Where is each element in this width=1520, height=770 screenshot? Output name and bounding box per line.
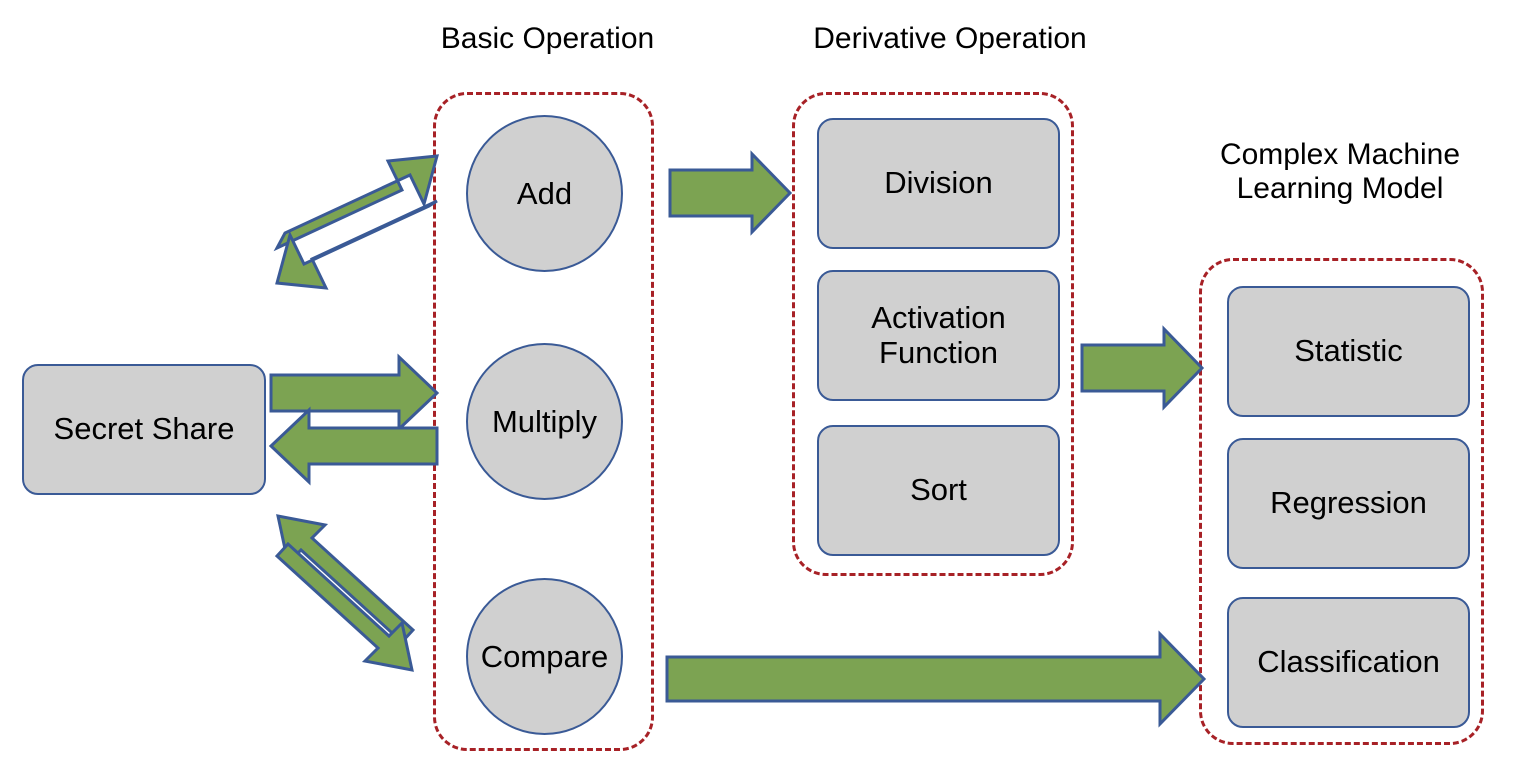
arrow-compare-to-classification <box>665 630 1207 728</box>
group-container-complex-machine-learning-model <box>1199 258 1484 745</box>
group-container-derivative-operation <box>792 92 1074 576</box>
arrow-add-to-division <box>668 150 793 236</box>
node-statistic[interactable]: Statistic <box>1227 286 1470 417</box>
node-regression[interactable]: Regression <box>1227 438 1470 569</box>
node-add[interactable]: Add <box>466 115 623 272</box>
node-division[interactable]: Division <box>817 118 1060 249</box>
node-activation-function[interactable]: Activation Function <box>817 270 1060 401</box>
node-classification[interactable]: Classification <box>1227 597 1470 728</box>
group-title-basic-operation: Basic Operation <box>440 22 655 55</box>
node-multiply[interactable]: Multiply <box>466 343 623 500</box>
arrow-derivative-to-ml <box>1080 325 1205 411</box>
arrow-secret-share-to-compare <box>274 541 414 672</box>
arrow-secret-share-to-add <box>273 154 440 252</box>
group-title-derivative-operation: Derivative Operation <box>813 22 1087 55</box>
node-sort[interactable]: Sort <box>817 425 1060 556</box>
group-title-complex-machine-learning-model: Complex Machine Learning Model <box>1219 138 1461 205</box>
arrow-secret-share-to-multiply <box>269 353 440 433</box>
arrow-compare-to-secret-share <box>276 514 416 645</box>
arrow-add-to-secret-share <box>275 199 438 290</box>
arrow-multiply-to-secret-share <box>268 406 439 486</box>
node-compare[interactable]: Compare <box>466 578 623 735</box>
node-secret-share[interactable]: Secret Share <box>22 364 266 495</box>
